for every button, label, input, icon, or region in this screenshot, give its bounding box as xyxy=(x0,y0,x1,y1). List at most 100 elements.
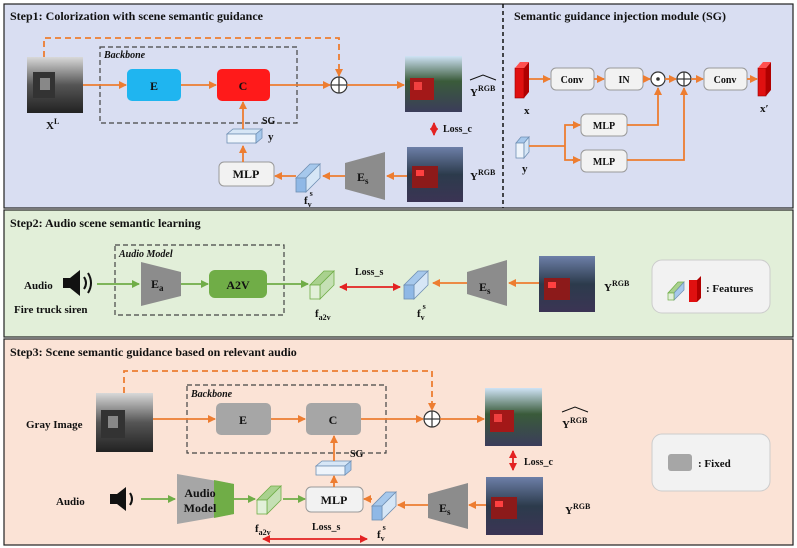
fixed-legend xyxy=(651,433,771,492)
step2-audio-model-box xyxy=(114,244,285,316)
legend-fixed-swatch xyxy=(668,454,692,471)
step2-fv-feature xyxy=(403,270,429,300)
step2-yrgb-label: YRGB xyxy=(604,279,630,294)
step2-title: Step2: Audio scene semantic learning xyxy=(10,216,201,230)
sg-xprime-label: x′ xyxy=(760,103,769,115)
step1-y-label: y xyxy=(268,131,274,143)
step2-a2v-label: A2V xyxy=(226,278,250,292)
step3-skip-connection xyxy=(123,370,436,411)
step3-mlp-label: MLP xyxy=(321,493,348,507)
step3-gray-image xyxy=(96,393,153,452)
step3-loss-s-label: Loss_s xyxy=(312,522,340,533)
step1-backbone-label: Backbone xyxy=(103,50,146,61)
step2-a2v-block xyxy=(209,270,267,298)
features-legend xyxy=(651,259,771,314)
sg-in-label: IN xyxy=(618,75,630,86)
step3-es-encoder xyxy=(428,483,468,529)
sg-multiply-node xyxy=(650,71,666,87)
step1-sg-label: SG xyxy=(262,116,276,127)
step3-encoder-block xyxy=(216,403,271,435)
step1-yrgb-label: YRGB xyxy=(470,168,496,183)
step1-colorizer-block xyxy=(217,69,270,101)
step1-es-encoder xyxy=(345,152,385,200)
step3-colorizer-label: C xyxy=(329,413,338,427)
sg-x-label: x xyxy=(524,105,530,117)
step2-ea-encoder xyxy=(141,262,181,306)
step3-speaker-icon xyxy=(110,487,133,511)
step2-es-encoder xyxy=(467,260,507,306)
step3-colorizer-block xyxy=(306,403,361,435)
step3-hat-icon xyxy=(561,406,589,413)
step3-audio-model-block xyxy=(177,474,234,524)
step1-colorized-image xyxy=(405,56,462,112)
step3-es-label: Es xyxy=(439,501,451,517)
step1-fv-label: fvs xyxy=(304,189,313,209)
step2-es-label: Es xyxy=(479,280,491,296)
step3-gt-image xyxy=(486,477,543,535)
step3-title: Step3: Scene semantic guidance based on … xyxy=(10,345,297,359)
step2-ea-label: Ea xyxy=(151,277,164,293)
step3-loss-c-label: Loss_c xyxy=(524,457,553,468)
legend-feature-icon xyxy=(667,276,701,302)
arrow-mlp1-to-dot xyxy=(627,87,662,126)
sg-mlp2-block xyxy=(580,149,628,173)
step3-gray-image-label: Gray Image xyxy=(26,419,83,431)
legend-features-label: : Features xyxy=(706,283,754,295)
step1-y-feature xyxy=(225,128,264,144)
sg-xprime-feature xyxy=(757,62,771,97)
step3-fv-label: fvs xyxy=(377,523,386,543)
step2-fa2v-feature xyxy=(309,270,335,300)
arrow-mlp2-to-sum xyxy=(627,87,688,161)
step2-audio-label: Audio xyxy=(24,280,53,292)
sg-sum-node xyxy=(676,71,692,87)
step1-colorizer-label: C xyxy=(239,79,248,93)
step3-fa2v-label: fa2v xyxy=(255,523,271,537)
step1-gt-image xyxy=(407,147,463,202)
step1-encoder-label: E xyxy=(150,79,158,93)
sg-mlp1-label: MLP xyxy=(593,121,615,132)
step1-yhat-label: YRGB xyxy=(470,84,496,99)
step1-panel xyxy=(3,3,794,209)
step2-audio-model-label: Audio Model xyxy=(118,249,173,260)
step3-audio-label: Audio xyxy=(56,496,85,508)
step2-fa2v-label: fa2v xyxy=(315,308,331,322)
step3-sg-label: SG xyxy=(350,449,364,460)
sg-x-feature xyxy=(514,62,529,99)
sg-y-label: y xyxy=(522,163,528,175)
step3-fv-feature xyxy=(371,491,397,521)
sg-mlp2-label: MLP xyxy=(593,157,615,168)
sg-module-title: Semantic guidance injection module (SG) xyxy=(514,9,726,23)
step1-es-label: Es xyxy=(357,170,369,186)
step1-mlp-block xyxy=(218,161,275,187)
step3-audio-model-label-1: Audio xyxy=(184,486,215,500)
step3-audio-model-label-2: Model xyxy=(184,501,217,515)
arrow-skip-connection xyxy=(43,37,343,77)
sg-conv2-label: Conv xyxy=(714,75,737,86)
step3-y-feature xyxy=(314,460,353,476)
step1-sum-node xyxy=(330,76,348,94)
step1-loss-c-label: Loss_c xyxy=(443,124,472,135)
step3-yhat-label: YRGB xyxy=(562,416,588,431)
step2-rgb-image xyxy=(539,256,595,312)
step3-yrgb-label: YRGB xyxy=(565,502,591,517)
step3-encoder-label: E xyxy=(239,413,247,427)
step3-backbone-label: Backbone xyxy=(190,389,233,400)
step3-colorized-image xyxy=(485,388,542,446)
hat-icon xyxy=(469,74,497,81)
sg-conv1-label: Conv xyxy=(561,75,584,86)
step1-title: Step1: Colorization with scene semantic … xyxy=(10,9,264,23)
step3-fa2v-feature xyxy=(256,485,282,515)
step1-xl-label: XL xyxy=(46,117,59,132)
speaker-icon xyxy=(63,270,92,296)
sg-y-feature xyxy=(515,135,530,160)
step3-sum-node xyxy=(423,410,441,428)
legend-fixed-label: : Fixed xyxy=(698,458,731,470)
step1-fv-feature xyxy=(295,163,321,193)
step1-mlp-label: MLP xyxy=(233,167,260,181)
step2-siren-label: Fire truck siren xyxy=(14,304,88,316)
step1-encoder-block xyxy=(127,69,181,101)
step2-fv-label: fvs xyxy=(417,302,426,322)
step2-loss-s-label: Loss_s xyxy=(355,267,383,278)
step1-gray-image xyxy=(27,57,83,113)
